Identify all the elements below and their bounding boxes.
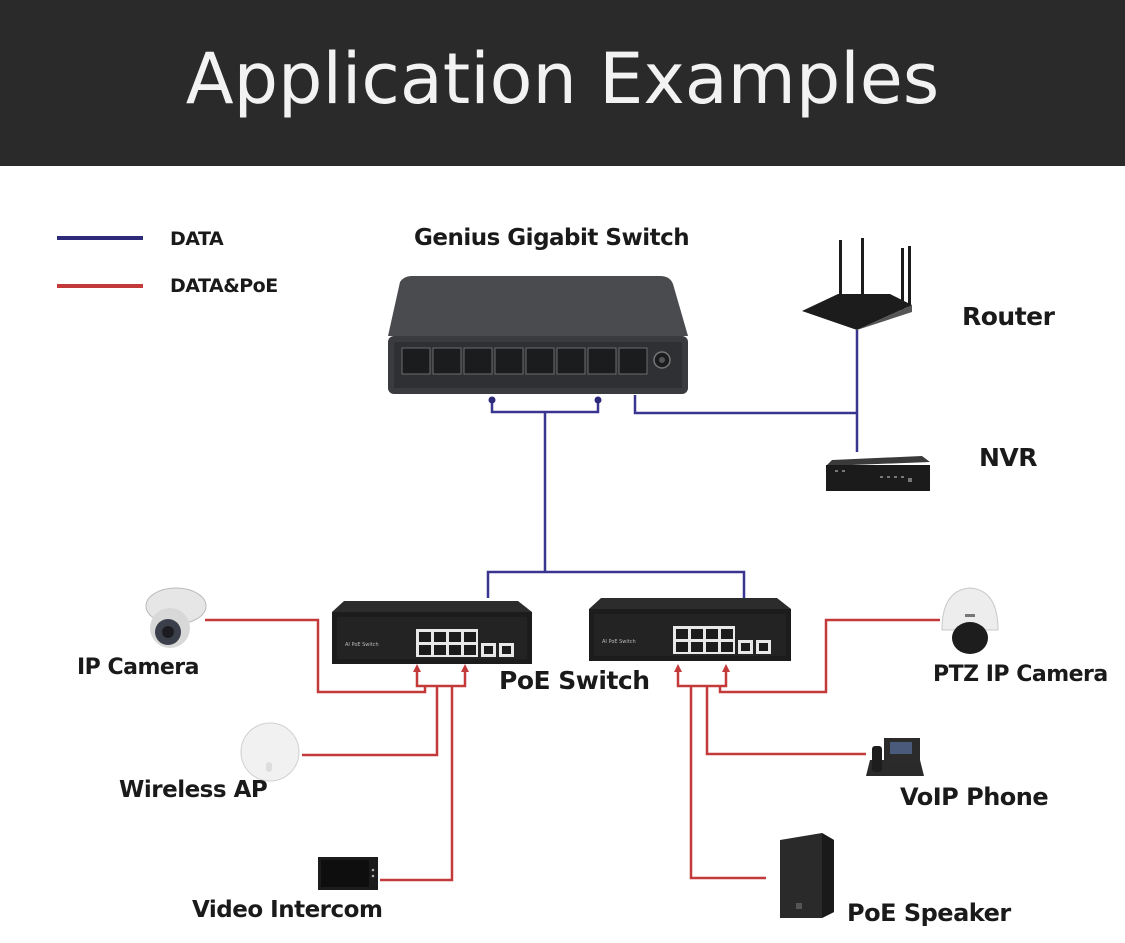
wireless-ap-label: Wireless AP (119, 777, 268, 803)
poe-bracket-right (676, 667, 728, 688)
link-wireless-ap (302, 686, 439, 757)
core-switch-label: Genius Gigabit Switch (414, 225, 690, 251)
page-title: Application Examples (185, 38, 940, 120)
core-switch-icon (388, 276, 688, 394)
link-switch-to-poe (490, 400, 600, 414)
voip-phone-label: VoIP Phone (900, 783, 1049, 811)
poe-switch-left-icon: AI PoE Switch (332, 601, 532, 664)
poe-speaker-label: PoE Speaker (847, 899, 1011, 927)
port-dot (594, 396, 602, 404)
video-intercom-label: Video Intercom (192, 897, 383, 923)
legend-label-data: DATA (170, 228, 224, 250)
wireless-ap-icon (240, 722, 300, 782)
poe-speaker-icon (780, 833, 834, 918)
voip-phone-icon (866, 738, 924, 776)
link-switch-to-router-nvr (633, 395, 857, 415)
link-video-intercom (380, 686, 454, 882)
link-voip-phone (705, 686, 866, 756)
legend-label-data-poe: DATA&PoE (170, 275, 278, 297)
header-banner: Application Examples (0, 0, 1125, 166)
poe-switch-right-panel-text: AI PoE Switch (602, 639, 636, 645)
video-intercom-icon (318, 857, 378, 890)
data-links (486, 330, 859, 598)
poe-links (205, 618, 940, 882)
nvr-icon (826, 456, 930, 491)
link-ip-camera (205, 618, 427, 694)
ptz-camera-label: PTZ IP Camera (933, 662, 1108, 687)
nvr-label: NVR (979, 443, 1038, 472)
ip-camera-icon (145, 587, 207, 648)
poe-switch-right-icon: AI PoE Switch (589, 598, 791, 661)
router-icon (802, 238, 912, 330)
poe-bracket-left (415, 667, 467, 688)
legend-line-data (57, 236, 143, 240)
legend-line-data-poe (57, 284, 143, 288)
ip-camera-label: IP Camera (77, 655, 200, 680)
port-dot (488, 396, 496, 404)
poe-switch-left-panel-text: AI PoE Switch (345, 642, 379, 648)
router-label: Router (962, 302, 1055, 331)
link-poe-speaker (689, 686, 766, 880)
ptz-camera-icon (941, 587, 999, 654)
poe-switch-label: PoE Switch (499, 666, 650, 695)
link-ptz-camera (718, 618, 940, 694)
link-poe-bus (486, 570, 746, 598)
